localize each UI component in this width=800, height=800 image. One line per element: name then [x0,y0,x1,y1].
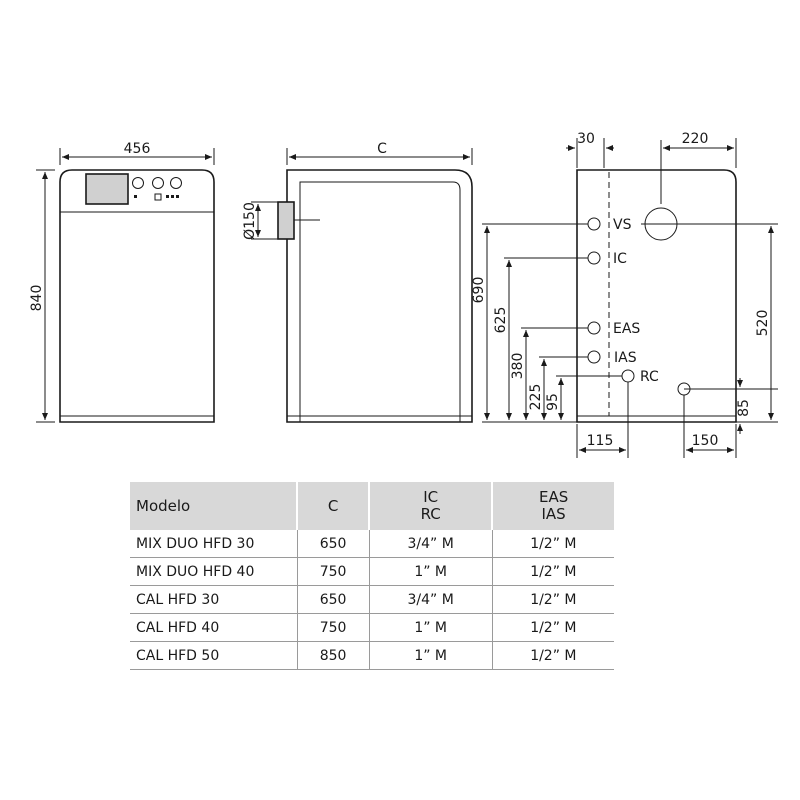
side-depth-label: C [377,141,387,157]
control-knob-3 [170,177,182,189]
cell-model: CAL HFD 40 [130,613,297,642]
label-ias: IAS [614,350,637,366]
control-knob-2 [152,177,164,189]
cell-model: MIX DUO HFD 30 [130,530,297,558]
control-knob-1 [132,177,144,189]
cell-model: CAL HFD 50 [130,641,297,670]
label-eas: EAS [613,321,640,337]
header-ias: IAS [541,505,566,523]
dim-520: 520 [755,310,771,337]
flue-outlet [277,201,295,240]
dim-85: 85 [736,399,752,417]
cell-eas-ias: 1/2” M [491,641,614,670]
header-eas: EAS [538,488,569,506]
front-width-label: 456 [124,141,151,157]
table-header-row: Modelo C IC RC EAS IAS [130,482,614,530]
cell-model: CAL HFD 30 [130,585,297,614]
table-row: CAL HFD 40 750 1” M 1/2” M [130,613,614,642]
cell-c: 850 [296,641,370,670]
cell-eas-ias: 1/2” M [491,557,614,586]
label-vs: VS [613,217,632,233]
control-switch [154,193,162,201]
indicator-lights [134,195,179,198]
header-eas-ias: EAS IAS [491,482,614,530]
dim-225: 225 [528,384,544,411]
side-view: C Ø150 [242,141,473,423]
dim-30: 30 [577,131,595,147]
cell-eas-ias: 1/2” M [491,585,614,614]
front-view: 456 840 [29,141,215,423]
cell-ic-rc: 1” M [368,557,493,586]
table-row: MIX DUO HFD 30 650 3/4” M 1/2” M [130,530,614,558]
cell-eas-ias: 1/2” M [491,613,614,642]
header-modelo: Modelo [130,482,297,530]
table-row: MIX DUO HFD 40 750 1” M 1/2” M [130,557,614,586]
cell-c: 650 [296,530,370,558]
cell-c: 750 [296,613,370,642]
front-view-body [59,169,215,423]
cell-ic-rc: 3/4” M [368,585,493,614]
cell-ic-rc: 3/4” M [368,530,493,558]
dim-380: 380 [510,353,526,380]
side-inner-outline [299,181,461,422]
rear-view: VS IC EAS IAS RC 690 625 380 225 95 520 … [471,131,778,458]
dim-115: 115 [587,433,614,449]
cell-ic-rc: 1” M [368,641,493,670]
dim-625: 625 [493,307,509,334]
table-row: CAL HFD 50 850 1” M 1/2” M [130,641,614,670]
header-ic: IC [423,488,439,506]
cell-c: 650 [296,585,370,614]
table-row: CAL HFD 30 650 3/4” M 1/2” M [130,585,614,614]
header-ic-rc: IC RC [368,482,493,530]
cell-ic-rc: 1” M [368,613,493,642]
label-rc: RC [640,369,659,385]
cell-c: 750 [296,557,370,586]
label-ic: IC [613,251,627,267]
dim-220: 220 [682,131,709,147]
header-c: C [295,482,370,530]
flue-diameter-label: Ø150 [242,202,258,240]
side-view-body [286,169,473,423]
cell-eas-ias: 1/2” M [491,530,614,558]
front-height-label: 840 [29,285,45,312]
dim-690: 690 [471,277,487,304]
header-rc: RC [420,505,441,523]
model-spec-table: Modelo C IC RC EAS IAS MIX DUO HFD 30 65… [130,482,614,670]
rear-view-body [576,169,737,423]
dim-95: 95 [545,393,561,411]
cell-model: MIX DUO HFD 40 [130,557,297,586]
display-screen [85,173,129,205]
dim-150: 150 [692,433,719,449]
